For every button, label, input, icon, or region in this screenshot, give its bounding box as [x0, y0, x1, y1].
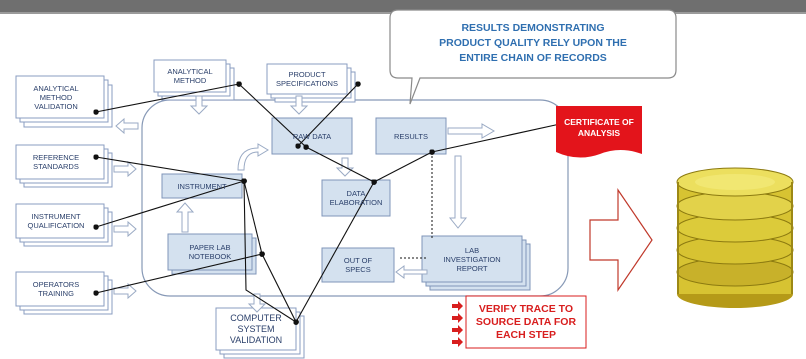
- doc-reference-standards: REFERENCE STANDARDS: [32, 153, 80, 171]
- box-paper-lab-notebook: PAPER LAB NOTEBOOK: [188, 243, 232, 261]
- verify-box: [465, 295, 587, 349]
- callout-bubble: [389, 9, 677, 105]
- verify-label: VERIFY TRACE TO SOURCE DATA FOR EACH STE…: [475, 302, 577, 341]
- doc-operators-training: OPERATORS TRAINING: [32, 280, 80, 298]
- doc-computer-system-validation: COMPUTER SYSTEM VALIDATION: [229, 312, 283, 345]
- doc-instrument-qualification: INSTRUMENT QUALIFICATION: [27, 212, 85, 230]
- callout-line-1: RESULTS DEMONSTRATING: [461, 21, 605, 34]
- dashed-lines: [400, 152, 433, 259]
- callout-line-3: ENTIRE CHAIN OF RECORDS: [459, 51, 607, 64]
- certificate-label: CERTIFICATE OF ANALYSIS: [564, 117, 634, 138]
- box-out-of-specs: OUT OF SPECS: [343, 256, 373, 274]
- doc-analytical-method: ANALYTICAL METHOD: [167, 67, 213, 85]
- database-icon: [676, 167, 794, 308]
- certificate-flag: [556, 106, 642, 158]
- box-results: RESULTS: [393, 131, 429, 141]
- doc-product-specifications: PRODUCT SPECIFICATIONS: [276, 70, 338, 88]
- box-lab-investigation-report: LAB INVESTIGATION REPORT: [443, 245, 501, 273]
- big-right-arrow: [589, 188, 653, 292]
- verify-bullets: [452, 301, 463, 347]
- doc-analytical-method-validation: ANALYTICAL METHOD VALIDATION: [33, 83, 79, 111]
- box-data-elaboration: DATA ELABORATION: [329, 189, 383, 207]
- callout-line-2: PRODUCT QUALITY RELY UPON THE: [439, 36, 627, 49]
- trace-lines: [93, 81, 563, 325]
- box-instrument: INSTRUMENT: [177, 181, 227, 191]
- callout-text: RESULTS DEMONSTRATING PRODUCT QUALITY RE…: [392, 12, 674, 74]
- box-raw-data: RAW DATA: [292, 131, 332, 141]
